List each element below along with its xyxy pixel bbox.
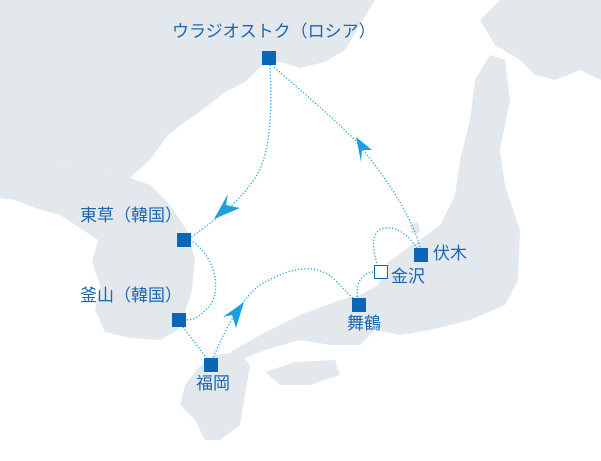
label-fushiki: 伏木 (433, 244, 467, 264)
arrow-icon (214, 194, 240, 219)
port-marker-kanazawa[interactable] (374, 265, 388, 279)
label-sokcho: 東草（韓国） (80, 206, 182, 226)
route-sokcho-busan (184, 239, 217, 321)
label-fukuoka: 福岡 (196, 374, 230, 394)
hokkaido (480, 0, 601, 80)
route-fukuoka-maizuru (211, 268, 359, 361)
kyushu (180, 352, 250, 440)
route-busan-fukuoka (182, 326, 209, 361)
route-kanazawa-fushiki (372, 227, 419, 267)
port-marker-maizuru[interactable] (352, 298, 366, 312)
label-busan: 釜山（韓国） (80, 286, 182, 306)
sado-island (410, 222, 420, 234)
port-marker-vladivostok[interactable] (262, 51, 276, 65)
land (0, 0, 601, 440)
route-fushiki-vladivostok (272, 65, 422, 251)
label-maizuru: 舞鶴 (347, 314, 381, 334)
port-marker-fukuoka[interactable] (204, 358, 218, 372)
port-marker-sokcho[interactable] (177, 233, 191, 247)
label-kanazawa: 金沢 (391, 267, 425, 287)
route-maizuru-kanazawa (356, 271, 375, 301)
asia-mainland (0, 0, 375, 190)
routes (182, 64, 422, 361)
port-marker-busan[interactable] (172, 313, 186, 327)
port-marker-fushiki[interactable] (414, 248, 428, 262)
direction-arrows (214, 137, 372, 328)
arrow-icon (356, 137, 372, 162)
shikoku (265, 360, 340, 385)
route-vladivostok-sokcho (189, 64, 272, 239)
korea-peninsula (0, 160, 195, 340)
honshu (230, 55, 520, 358)
label-vladivostok: ウラジオストク（ロシア） (172, 22, 376, 42)
arrow-icon (223, 302, 244, 328)
